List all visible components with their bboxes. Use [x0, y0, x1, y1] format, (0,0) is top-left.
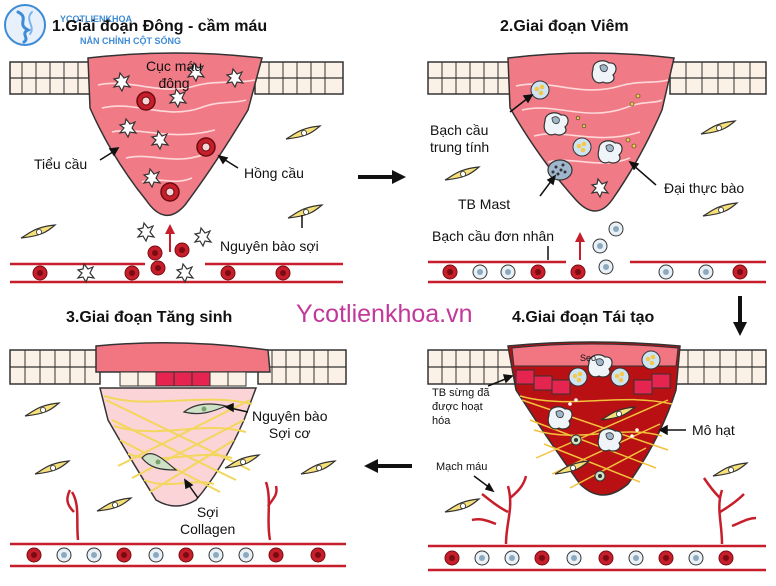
label-collagen: Sợi Collagen — [180, 504, 236, 537]
label-scar: Sẹo — [580, 353, 597, 363]
label-mast: TB Mast — [458, 196, 511, 212]
label-vessel: Mạch máu — [436, 461, 488, 473]
label-fibroblast: Nguyên bào sợi — [220, 238, 319, 254]
pointer-arrows — [473, 374, 686, 493]
label-rbc: Hồng cầu — [244, 165, 304, 181]
skin-cells — [427, 61, 767, 95]
blood-vessel — [10, 222, 343, 284]
label-myofibroblast: Nguyên bào Sợi cơ — [252, 408, 328, 441]
myofibroblasts — [141, 403, 228, 471]
pointer-arrows — [99, 147, 303, 252]
label-monocyte: Bạch cầu đơn nhân — [432, 228, 555, 244]
label-neutrophil: Bạch cầu trung tính — [430, 122, 490, 155]
panel2-title: 2.Giai đoạn Viêm — [500, 18, 629, 35]
blood-vessel — [428, 221, 766, 284]
panel4-title: 4.Giai đoạn Tái tạo — [512, 309, 655, 326]
activated-keratinocytes — [515, 369, 671, 395]
new-skin-cells — [119, 371, 247, 387]
collagen-fibers — [103, 395, 253, 493]
label-macrophage: Đại thực bào — [664, 180, 745, 196]
new-blood-vessels — [66, 481, 278, 541]
immune-cells — [530, 60, 641, 198]
granulation-cells — [547, 350, 661, 482]
panel-coagulation — [9, 52, 344, 284]
label-clot: Cục máu đông — [146, 58, 203, 91]
blood-vessel — [10, 542, 346, 568]
site-watermark: Ycotlienkhoa.vn — [296, 300, 473, 328]
logo-emblem — [4, 4, 46, 46]
pointer-arrows — [509, 94, 657, 260]
label-keratinocyte: TB sừng đã được hoạt hóa — [432, 387, 490, 427]
panel-remodeling — [427, 341, 767, 572]
blood-vessel — [428, 544, 766, 572]
panel-inflammation — [427, 52, 767, 284]
label-granulation: Mô hạt — [692, 422, 735, 438]
skin-cells — [9, 349, 347, 385]
skin-cells — [427, 349, 767, 385]
inflamed-wound — [507, 52, 675, 212]
panel-proliferation — [9, 342, 347, 568]
logo-tagline: NẮN CHỈNH CỘT SỐNG — [80, 36, 181, 46]
panel3-title: 3.Giai đoạn Tăng sinh — [66, 309, 233, 326]
logo-name: YCOTLIENKHOA — [60, 14, 132, 24]
new-blood-vessels — [471, 475, 757, 545]
panel1-title: 1.Giai đoạn Đông - cầm máu — [52, 18, 268, 35]
pointer-arrows — [184, 402, 249, 499]
scab — [95, 342, 271, 373]
label-platelet: Tiểu cầu — [34, 156, 88, 172]
stage-arrows — [358, 170, 747, 473]
